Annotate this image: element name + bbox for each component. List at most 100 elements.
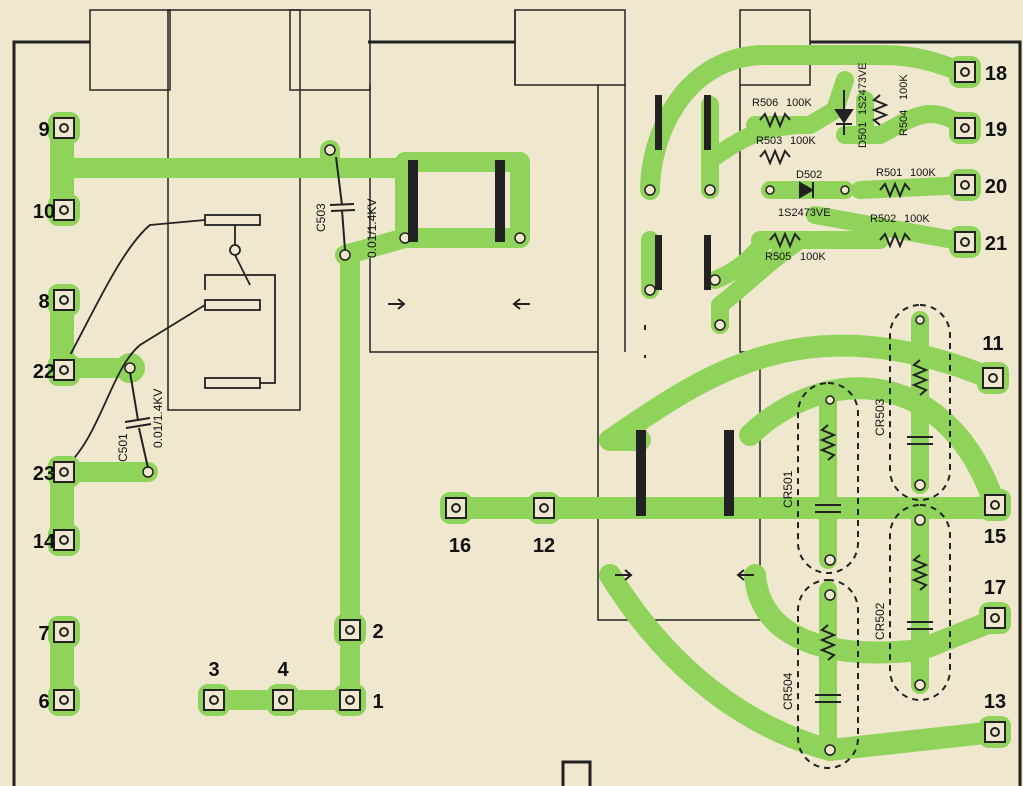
terminal-6: 6 [38, 684, 80, 716]
r502-ref: R502 [870, 213, 896, 225]
terminal-square-6 [53, 689, 75, 711]
resistors [759, 94, 911, 249]
terminal-hole-21 [960, 237, 970, 247]
board-outline [12, 40, 1022, 786]
terminal-square-12 [533, 497, 555, 519]
terminal-21: 21 [949, 226, 1007, 258]
cr-networks [797, 304, 951, 769]
terminal-label-10: 10 [33, 201, 55, 223]
r502-value: 100K [904, 213, 930, 225]
r506-value: 100K [786, 97, 812, 109]
terminal-label-12: 12 [533, 535, 555, 557]
terminal-hole-7 [59, 627, 69, 637]
terminal-square-23 [53, 461, 75, 483]
terminal-7: 7 [38, 616, 80, 648]
c503-value: 0.01/1.4KV [365, 199, 379, 258]
terminal-square-10 [53, 199, 75, 221]
terminal-square-2 [339, 619, 361, 641]
terminal-14: 14 [33, 524, 80, 556]
terminal-3: 3 [198, 659, 230, 716]
capacitor-c503 [329, 156, 356, 251]
cr504-ref: CR504 [781, 672, 795, 710]
terminal-label-15: 15 [984, 526, 1006, 548]
terminal-9: 9 [38, 112, 80, 144]
terminal-square-22 [53, 359, 75, 381]
terminal-15: 15 [979, 489, 1011, 548]
capacitor-c501 [124, 371, 152, 469]
terminal-hole-14 [59, 535, 69, 545]
terminal-hole-2 [345, 625, 355, 635]
terminal-hole-9 [59, 123, 69, 133]
terminal-square-20 [954, 174, 976, 196]
terminal-hole-8 [59, 295, 69, 305]
r503-value: 100K [790, 135, 816, 147]
diodes [799, 90, 854, 199]
r503-ref: R503 [756, 135, 782, 147]
switch-contacts [408, 95, 734, 516]
terminal-18: 18 [949, 56, 1007, 88]
terminal-4: 4 [267, 659, 299, 716]
terminal-hole-17 [990, 613, 1000, 623]
terminal-square-14 [53, 529, 75, 551]
d501-ref: D501 [857, 122, 869, 148]
r505-value: 100K [800, 251, 826, 263]
terminal-label-13: 13 [984, 691, 1006, 713]
contact-arrows [388, 298, 754, 581]
terminal-10: 10 [33, 194, 80, 226]
terminal-label-17: 17 [984, 577, 1006, 599]
terminal-square-15 [984, 494, 1006, 516]
terminal-label-19: 19 [985, 119, 1007, 141]
terminal-8: 8 [38, 284, 80, 316]
terminal-label-14: 14 [33, 531, 56, 553]
r506-ref: R506 [752, 97, 778, 109]
terminal-16: 16 [440, 492, 472, 557]
terminal-19: 19 [949, 112, 1007, 144]
terminal-17: 17 [979, 577, 1011, 634]
terminal-square-3 [203, 689, 225, 711]
terminal-hole-20 [960, 180, 970, 190]
d502-ref: D502 [796, 169, 822, 181]
terminal-square-19 [954, 117, 976, 139]
terminal-label-7: 7 [38, 623, 49, 645]
terminal-label-2: 2 [372, 621, 383, 643]
terminal-hole-11 [988, 373, 998, 383]
terminal-hole-22 [59, 365, 69, 375]
r501-value: 100K [910, 167, 936, 179]
terminal-hole-6 [59, 695, 69, 705]
c501-value: 0.01/1.4KV [151, 389, 165, 448]
terminal-label-20: 20 [985, 176, 1007, 198]
terminal-square-16 [445, 497, 467, 519]
terminal-label-11: 11 [982, 333, 1003, 355]
terminal-label-8: 8 [38, 291, 49, 313]
c501-ref: C501 [116, 433, 130, 462]
terminal-hole-16 [451, 503, 461, 513]
terminal-12: 12 [528, 492, 560, 557]
terminal-13: 13 [979, 691, 1011, 748]
terminal-hole-19 [960, 123, 970, 133]
terminal-label-18: 18 [985, 63, 1007, 85]
solder-pads [124, 144, 926, 756]
jumper-wires [61, 214, 276, 471]
terminal-20: 20 [949, 169, 1007, 201]
terminal-label-9: 9 [38, 119, 49, 141]
terminal-label-4: 4 [277, 659, 289, 681]
component-labels: C503 0.01/1.4KV C501 0.01/1.4KV R506 100… [116, 62, 936, 710]
terminal-label-6: 6 [38, 691, 49, 713]
terminal-hole-23 [59, 467, 69, 477]
terminal-square-11 [982, 367, 1004, 389]
terminal-square-17 [984, 607, 1006, 629]
terminal-square-4 [272, 689, 294, 711]
d501-value: 1S2473VE [857, 62, 869, 115]
terminal-23: 23 [33, 456, 80, 488]
terminal-11: 11 [977, 333, 1009, 394]
terminal-square-21 [954, 231, 976, 253]
terminal-square-8 [53, 289, 75, 311]
terminal-hole-12 [539, 503, 549, 513]
terminal-hole-4 [278, 695, 288, 705]
terminal-square-9 [53, 117, 75, 139]
terminal-square-7 [53, 621, 75, 643]
switch-housings [89, 9, 811, 621]
terminal-label-3: 3 [208, 659, 219, 681]
terminal-2: 2 [334, 614, 384, 646]
